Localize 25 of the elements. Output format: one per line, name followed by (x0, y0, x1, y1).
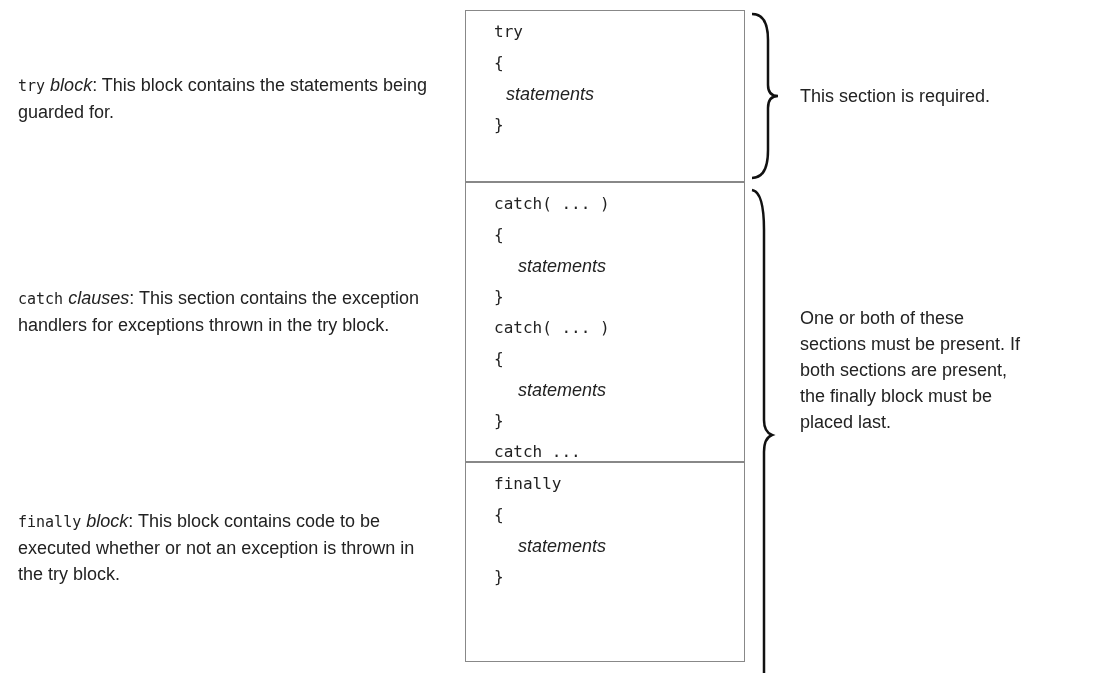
description-text: catch clauses: This section contains the exception handlers for exceptions thrown in the try block. (18, 287, 421, 337)
code-line: } (494, 286, 504, 308)
placeholder-text: statements (518, 255, 607, 277)
code-block-box (465, 182, 745, 462)
note-text: One or both of these sections must be present. If both sections are present, the finally block must be placed last. (800, 307, 1022, 434)
code-line: } (494, 566, 504, 588)
placeholder-text: statements (518, 535, 607, 557)
code-line: catch ... (494, 441, 581, 463)
code-block-box (465, 462, 745, 662)
placeholder-text: statements (518, 379, 607, 401)
code-line: catch( ... ) (494, 317, 610, 339)
code-line: { (494, 504, 504, 526)
description-text: try block: This block contains the statements being guarded for. (18, 74, 428, 124)
description-text: finally block: This block contains code to be executed whether or not an exception is thrown in the try block. (18, 510, 416, 586)
placeholder-text: statements (506, 83, 595, 105)
code-line: catch( ... ) (494, 193, 610, 215)
code-line: try (494, 21, 523, 43)
note-text: This section is required. (800, 85, 992, 108)
code-line: { (494, 348, 504, 370)
code-line: { (494, 52, 504, 74)
code-line: finally (494, 473, 562, 495)
code-line: } (494, 114, 504, 136)
code-line: } (494, 410, 504, 432)
code-line: { (494, 224, 504, 246)
code-block-box (465, 10, 745, 182)
